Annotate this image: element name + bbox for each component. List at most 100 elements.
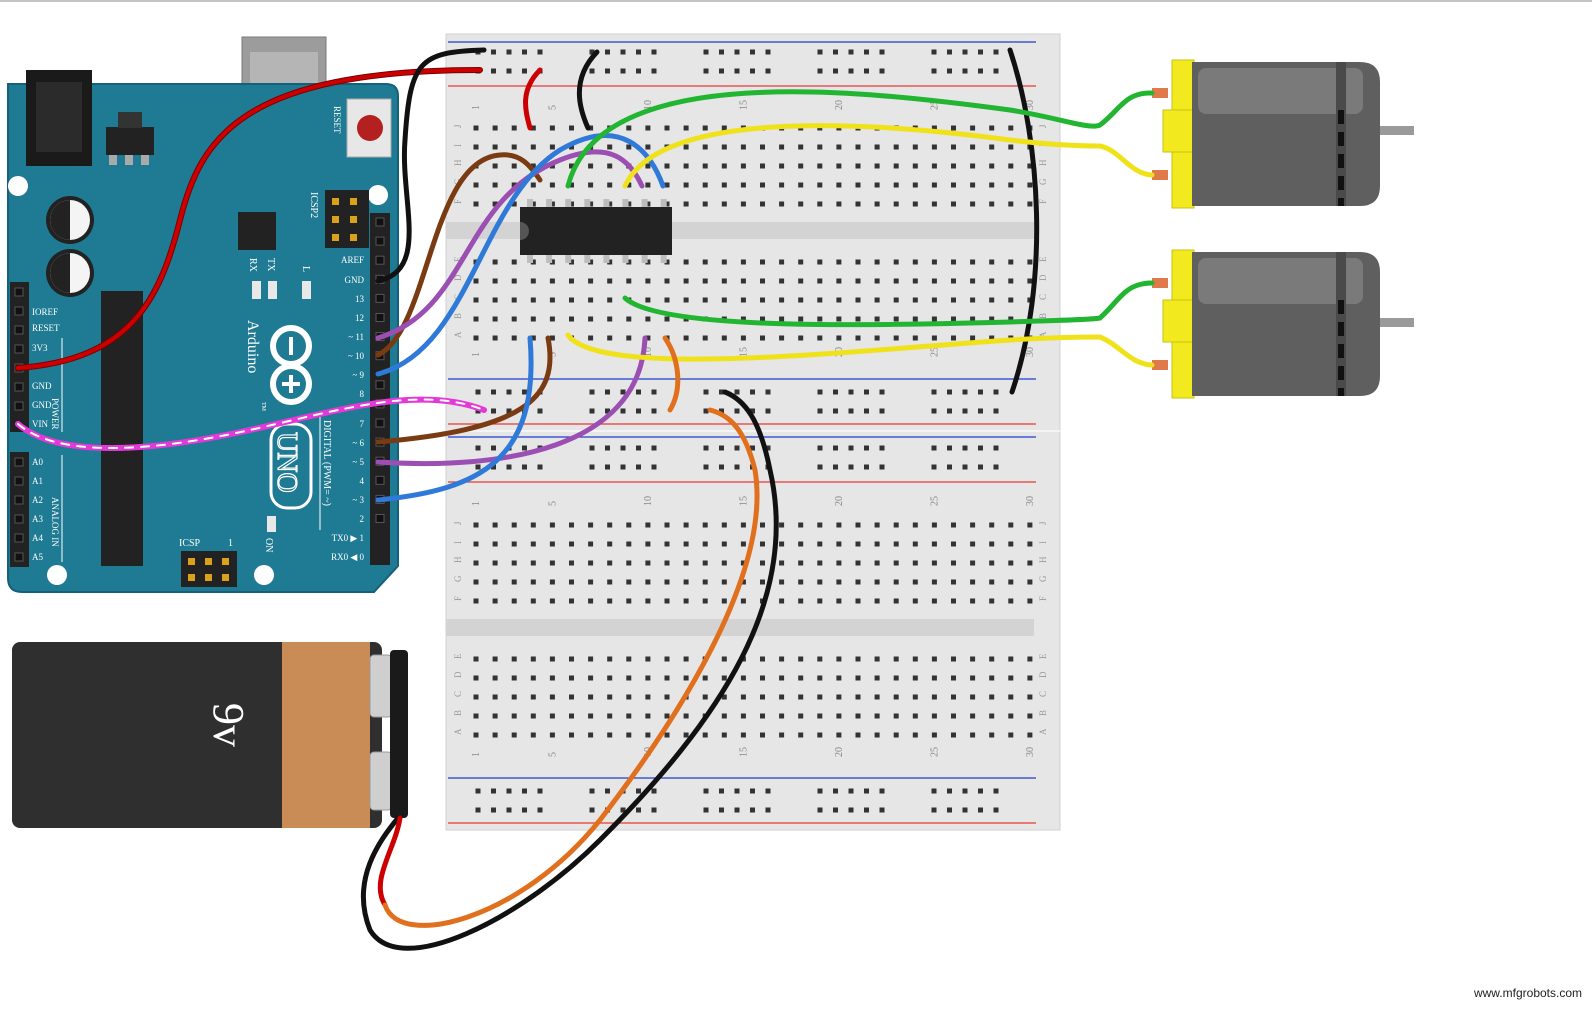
digital-pin-label: ~ 11	[348, 332, 364, 342]
wire-purple-pin5	[375, 335, 648, 466]
watermark-text: www.mfgrobots.com	[1473, 986, 1582, 1000]
digital-pin-label: 13	[355, 294, 365, 304]
breadboard-column-number: 5	[547, 752, 558, 757]
breadboard-row-letter: B	[1038, 710, 1048, 716]
wire-brown-pin6	[375, 335, 553, 445]
power-pin-label: GND	[32, 381, 52, 391]
arduino-logo-icon	[270, 325, 312, 405]
breadboard-row-letter: J	[453, 521, 463, 525]
atmega-chip	[101, 291, 143, 566]
digital-section-label: DIGITAL (PWM= ~)	[321, 420, 332, 506]
wires	[15, 47, 1155, 951]
l-led-label: L	[300, 266, 311, 272]
breadboard-row-letter: J	[1038, 521, 1048, 525]
breadboard-column-number: 1	[471, 352, 482, 357]
breadboard-row-letter: C	[1038, 294, 1048, 300]
breadboard-column-number: 30	[1025, 100, 1036, 110]
wire-red-battery	[377, 815, 403, 908]
breadboard-column-number: 10	[643, 347, 654, 357]
breadboard-row-letter: I	[453, 541, 463, 544]
breadboard: 1111555510101010151515152020202025252525…	[445, 33, 1061, 831]
digital-pin-label: 8	[360, 389, 365, 399]
wire-green-motor2	[622, 280, 1155, 328]
digital-pin-label: RX0 ◀ 0	[331, 552, 364, 562]
breadboard-column-number: 30	[1025, 747, 1036, 757]
breadboard-column-number: 1	[471, 752, 482, 757]
breadboard-row-letter: G	[453, 575, 463, 582]
breadboard-column-number: 25	[929, 347, 940, 357]
analog-pin-label: A0	[32, 457, 43, 467]
wire-black-jumper	[576, 49, 600, 131]
power-section-label: POWER	[50, 398, 60, 430]
breadboard-row-letter: F	[453, 199, 463, 204]
wire-magenta-vin	[15, 396, 487, 451]
breadboard-row-letter: C	[453, 691, 463, 697]
wire-blue-pin3	[375, 335, 534, 503]
wire-yellow-motor1	[622, 123, 1155, 189]
breadboard-column-number: 1	[471, 105, 482, 110]
analog-pin-label: A1	[32, 476, 43, 486]
arduino-uno-board: RESET ICSP2 TX RX L Arduino TM UNO ON	[7, 36, 399, 593]
breadboard-column-number: 30	[1025, 496, 1036, 506]
9v-battery: 9v	[12, 642, 408, 828]
power-pin-label: GND	[32, 400, 52, 410]
wire-black-battery	[360, 389, 779, 951]
breadboard-row-letter: H	[453, 556, 463, 563]
breadboard-column-number: 10	[643, 496, 654, 506]
digital-pin-label: 7	[360, 419, 365, 429]
wire-orange-battery	[382, 407, 760, 928]
analog-pin-label: A5	[32, 552, 43, 562]
breadboard-row-letter: J	[1038, 124, 1048, 128]
breadboard-row-letter: H	[1038, 159, 1048, 166]
breadboard-row-letter: G	[1038, 178, 1048, 185]
breadboard-row-letter: H	[1038, 556, 1048, 563]
breadboard-row-letter: I	[453, 144, 463, 147]
analog-pin-label: A2	[32, 495, 43, 505]
on-led-label: ON	[263, 538, 274, 552]
breadboard-row-letter: A	[1038, 331, 1048, 338]
breadboard-row-letter: B	[1038, 313, 1048, 319]
breadboard-column-number: 30	[1025, 347, 1036, 357]
breadboard-column-number: 15	[738, 100, 749, 110]
analog-section-label: ANALOG IN	[50, 497, 60, 547]
breadboard-row-letter: F	[1038, 596, 1048, 601]
power-header	[10, 282, 29, 432]
digital-pin-label: ~ 9	[352, 370, 364, 380]
breadboard-column-number: 15	[738, 496, 749, 506]
power-pin-label: IOREF	[32, 307, 58, 317]
breadboard-column-number: 25	[929, 496, 940, 506]
breadboard-row-letter: E	[453, 256, 463, 262]
breadboard-row-letter: F	[453, 596, 463, 601]
wire-black-rail	[1007, 47, 1040, 395]
power-pin-label: VIN	[32, 419, 48, 429]
breadboard-row-letter: B	[453, 313, 463, 319]
breadboard-row-letter: A	[453, 728, 463, 735]
rx-led	[252, 281, 261, 299]
breadboard-row-letter: J	[453, 124, 463, 128]
breadboard-column-number: 5	[547, 352, 558, 357]
wire-black-gnd	[375, 47, 487, 284]
breadboard-row-letter: A	[453, 331, 463, 338]
dc-motor-1	[1152, 59, 1414, 209]
breadboard-column-number: 10	[643, 100, 654, 110]
breadboard-column-number: 15	[738, 747, 749, 757]
wire-yellow-motor2	[565, 332, 1155, 368]
icsp-label: ICSP	[179, 538, 201, 549]
breadboard-row-letter: D	[453, 274, 463, 281]
analog-pin-label: A4	[32, 533, 43, 543]
on-led	[267, 516, 276, 532]
breadboard-column-number: 5	[547, 105, 558, 110]
motor-driver-ic	[520, 199, 672, 263]
breadboard-column-number: 5	[547, 501, 558, 506]
breadboard-row-letter: D	[453, 671, 463, 678]
wire-red-jumper	[523, 67, 543, 131]
dc-motor-2	[1152, 249, 1414, 399]
breadboard-column-number: 15	[738, 347, 749, 357]
tx-led	[268, 281, 277, 299]
breadboard-row-letter: G	[1038, 575, 1048, 582]
breadboard-column-number: 25	[929, 100, 940, 110]
breadboard-column-number: 20	[834, 100, 845, 110]
